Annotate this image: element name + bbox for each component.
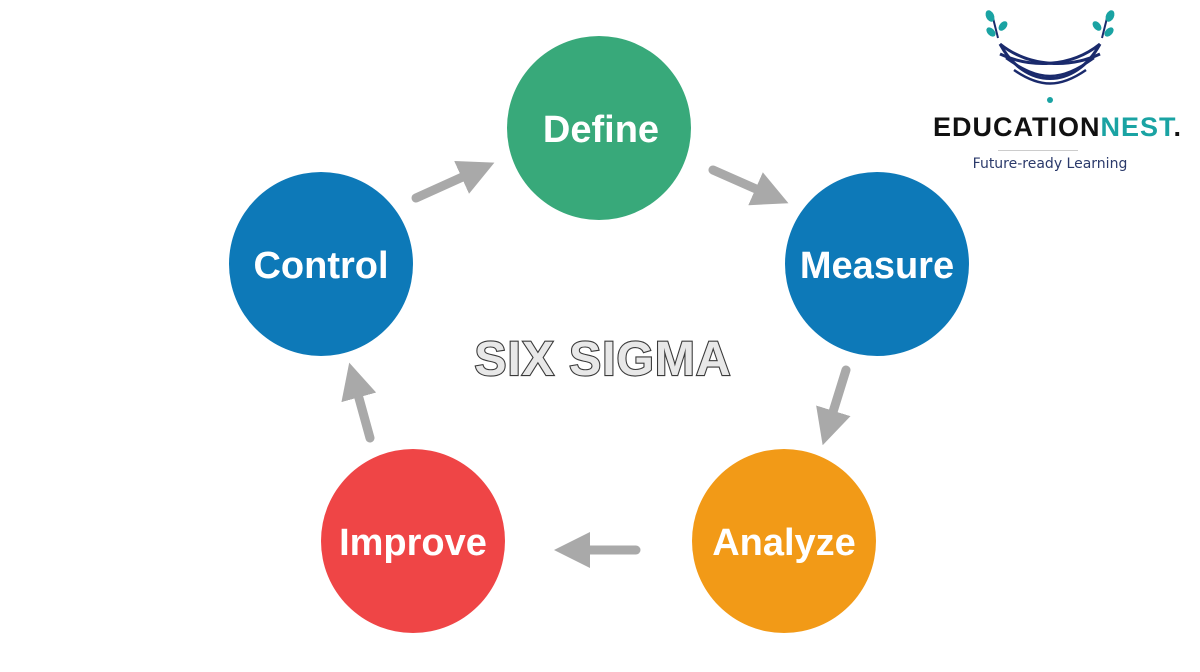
logo-word-dot: . (1173, 112, 1183, 142)
phase-control: Control (229, 172, 413, 356)
phase-define-label: Define (543, 109, 659, 151)
logo-wordmark: EDUCATIONNEST. (933, 112, 1182, 143)
arrow-measure-to-analyze (816, 365, 851, 446)
phase-analyze: Analyze (692, 449, 876, 633)
logo-tagline: Future-ready Learning (972, 156, 1128, 172)
phase-improve: Improve (321, 449, 505, 633)
phase-measure: Measure (785, 172, 969, 356)
logo-nest-graphic (985, 10, 1115, 103)
logo-divider (998, 150, 1078, 151)
phase-define-circle (507, 36, 691, 220)
phase-improve-label: Improve (339, 522, 487, 564)
arrow-control-to-define (411, 161, 495, 203)
phase-improve-circle (321, 449, 505, 633)
phase-control-label: Control (253, 245, 388, 287)
phase-control-circle (229, 172, 413, 356)
center-title: SIX SIGMA (474, 333, 731, 386)
phase-define: Define (507, 36, 691, 220)
logo-word-nest: NEST (1100, 112, 1174, 142)
logo: EDUCATIONNEST. Future-ready Learning (930, 8, 1181, 178)
phase-measure-label: Measure (800, 245, 954, 287)
phase-measure-circle (785, 172, 969, 356)
arrow-define-to-measure (708, 165, 789, 206)
phase-analyze-label: Analyze (712, 522, 856, 564)
logo-word-education: EDUCATION (933, 112, 1101, 142)
phase-analyze-circle (692, 449, 876, 633)
arrow-improve-to-control (341, 362, 377, 443)
